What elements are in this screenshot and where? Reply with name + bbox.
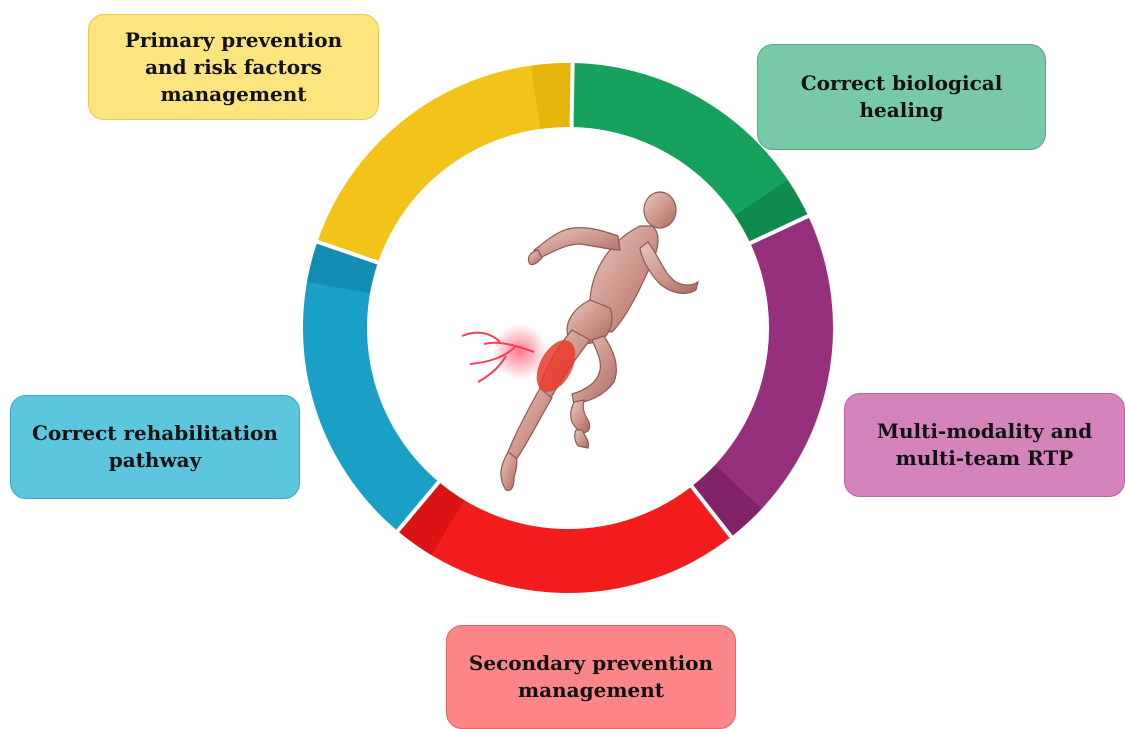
injury-highlight (462, 324, 583, 398)
ring-joint-rtp (711, 487, 738, 512)
ring-joint-rehab (339, 252, 348, 287)
stage-box-primary-prevention: Primary prevention and risk factors mana… (88, 14, 379, 120)
ring-segment-rehab (335, 252, 418, 506)
ring-joint-primary (536, 95, 573, 97)
stage-box-biological-healing: Correct biological healing (757, 44, 1046, 150)
stage-box-secondary-prevention: Secondary prevention management (446, 625, 736, 729)
stage-box-rehabilitation-pathway: Correct rehabilitation pathway (10, 395, 300, 499)
ring-segment-primary (348, 95, 572, 252)
ring-segment-secondary (418, 507, 711, 561)
ring-joint-secondary (418, 507, 448, 528)
stage-box-multi-modality-rtp: Multi-modality and multi-team RTP (844, 393, 1125, 497)
ring-separator (572, 61, 573, 129)
ring-joint-healing (761, 198, 779, 230)
ring-segment-rtp (711, 230, 801, 512)
